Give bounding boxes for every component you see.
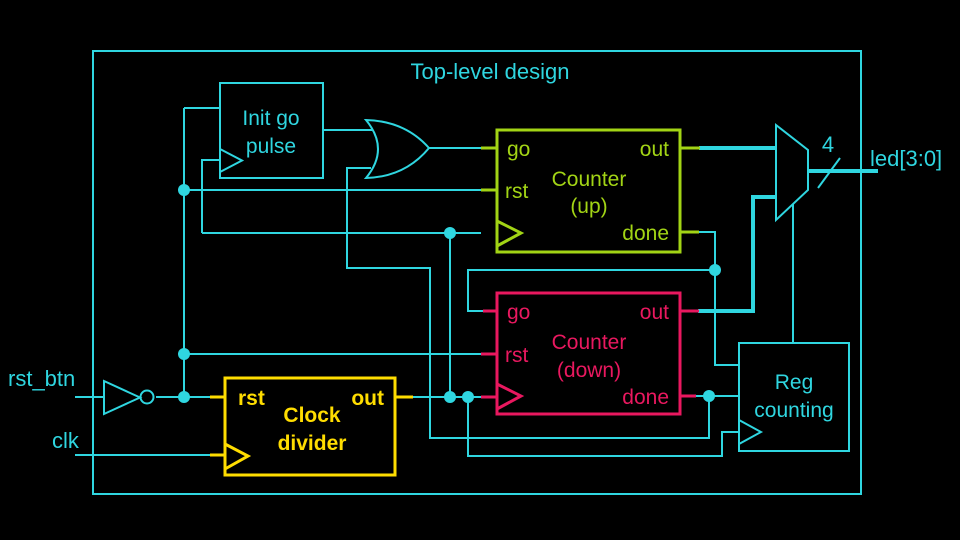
junction-up-done	[709, 264, 721, 276]
counter-down-port-out: out	[640, 301, 669, 324]
port-stubs	[210, 146, 700, 457]
junction-down-done	[703, 390, 715, 402]
block-counter-down: go rst out done Counter (down)	[495, 291, 682, 416]
bus-counter-down-out-to-mux	[698, 195, 776, 313]
counter-up-box	[495, 128, 682, 254]
not-gate-bubble-icon	[139, 389, 155, 405]
diagram-title: Top-level design	[411, 59, 570, 84]
mux-trapezoid-icon	[775, 122, 809, 223]
bus-width-slash-icon	[817, 157, 841, 189]
clock-divider-clock-triangle-icon	[224, 442, 252, 471]
reg-counting-label-line2: counting	[754, 399, 833, 422]
clock-divider-box	[223, 376, 397, 477]
counter-up-clock-triangle-icon	[496, 219, 525, 248]
rst-btn-input-label: rst_btn	[8, 366, 75, 391]
counter-up-port-rst: rst	[505, 180, 528, 203]
reg-clock-triangle-icon	[738, 419, 764, 445]
block-clock-divider: rst out Clock divider	[223, 376, 397, 477]
counter-up-name-line1: Counter	[552, 168, 627, 191]
counter-down-port-done: done	[622, 386, 669, 409]
junction-dots	[178, 184, 721, 403]
wires	[75, 107, 794, 457]
clock-divider-port-out: out	[351, 387, 384, 410]
top-level-border	[92, 50, 862, 495]
io-labels: rst_btn clk led[3:0]	[8, 146, 942, 453]
counter-up-port-done: done	[622, 222, 669, 245]
junction-rst-middle	[178, 348, 190, 360]
counter-up-port-go: go	[507, 138, 530, 161]
init-label-line2: pulse	[246, 135, 296, 158]
counter-up-port-out: out	[640, 138, 669, 161]
wire-init-clk	[201, 159, 220, 233]
counter-down-port-rst: rst	[505, 344, 528, 367]
block-init-go-pulse: Init go pulse	[219, 82, 324, 179]
counter-up-name-line2: (up)	[570, 195, 607, 218]
init-label-line1: Init go	[242, 107, 299, 130]
clock-divider-port-rst: rst	[238, 387, 265, 410]
junction-rst-lower	[178, 391, 190, 403]
reg-counting-label-line1: Reg	[775, 371, 814, 394]
wire-down-done-to-or-feedback	[346, 167, 710, 439]
init-clock-triangle-icon	[219, 148, 245, 173]
junction-clk-upper	[444, 227, 456, 239]
mux: 4	[775, 122, 841, 223]
or-gate-icon	[363, 118, 431, 180]
not-gate-triangle-icon	[103, 379, 143, 416]
led-output-label: led[3:0]	[870, 146, 942, 171]
or-gate	[363, 118, 431, 180]
block-reg-counting: Reg counting	[738, 342, 850, 452]
clock-divider-name-line2: divider	[278, 432, 347, 455]
reg-counting-box	[738, 342, 850, 452]
counter-down-box	[495, 291, 682, 416]
bus-wires	[698, 146, 878, 313]
inverter-gate	[103, 379, 155, 416]
junction-clk-reg	[462, 391, 474, 403]
junction-rst-upper	[178, 184, 190, 196]
counter-down-port-go: go	[507, 301, 530, 324]
outer-boundary: Top-level design	[92, 50, 862, 495]
junction-clk-lower	[444, 391, 456, 403]
bus-width-label: 4	[822, 132, 834, 157]
counter-down-name-line2: (down)	[557, 359, 621, 382]
clock-divider-name-line1: Clock	[283, 404, 341, 427]
wire-divclk-to-reg-clk	[467, 397, 739, 457]
clk-input-label: clk	[52, 428, 80, 453]
wire-up-done-to-reg	[698, 231, 739, 366]
counter-down-clock-triangle-icon	[496, 382, 525, 411]
init-go-pulse-box	[219, 82, 324, 179]
block-counter-up: go rst out done Counter (up)	[495, 128, 682, 254]
counter-down-name-line1: Counter	[552, 331, 627, 354]
wire-up-done-to-down-go	[467, 269, 715, 312]
